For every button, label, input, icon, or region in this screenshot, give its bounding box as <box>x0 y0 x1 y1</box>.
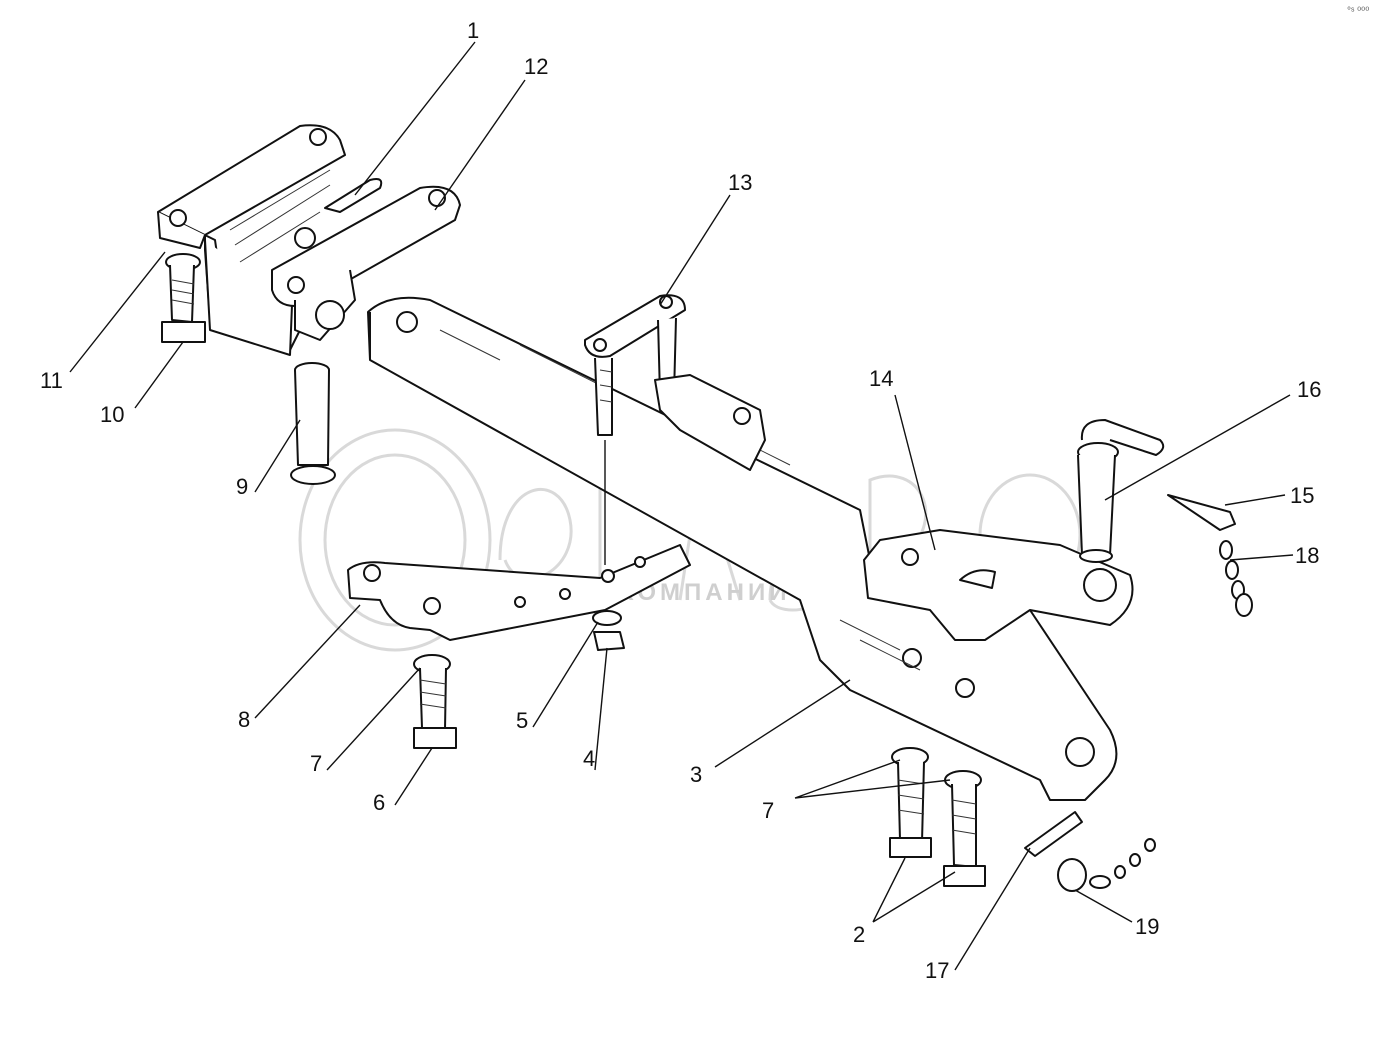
callout-6: 6 <box>373 790 385 815</box>
leader-6 <box>394 747 433 806</box>
leader-3 <box>714 679 851 768</box>
leader-15 <box>1224 494 1286 506</box>
leader-17 <box>954 847 1031 971</box>
leader-1 <box>354 41 476 196</box>
callout-17: 17 <box>925 958 949 983</box>
leader-2 <box>872 857 956 923</box>
callout-3: 3 <box>690 762 702 787</box>
cotter-pin-1 <box>324 178 383 213</box>
leader-12 <box>434 79 526 211</box>
leader-lines <box>69 41 1294 971</box>
pin-9 <box>290 362 336 485</box>
leader-18 <box>1229 554 1294 561</box>
ring-19-chain <box>1057 838 1156 892</box>
bolt-6-washer-7 <box>413 654 457 749</box>
leader-5 <box>532 621 599 728</box>
callout-2: 2 <box>853 922 865 947</box>
callout-7-right: 7 <box>762 798 774 823</box>
nut-4-washer-5 <box>592 610 625 651</box>
leader-13 <box>659 194 731 306</box>
callout-5: 5 <box>516 708 528 733</box>
upper-bracket <box>157 124 346 356</box>
cotter-pin-17 <box>1024 811 1083 857</box>
callout-14: 14 <box>869 366 893 391</box>
callout-15: 15 <box>1290 483 1314 508</box>
callout-1: 1 <box>467 18 479 43</box>
arc-bracket-8 <box>347 544 691 641</box>
upper-plate <box>271 185 461 341</box>
pin-16 <box>1077 419 1165 563</box>
leader-16 <box>1104 394 1291 501</box>
leader-19 <box>1074 889 1133 923</box>
clamp-13 <box>584 294 766 471</box>
callout-18: 18 <box>1295 543 1319 568</box>
leader-9 <box>254 419 301 493</box>
leader-10 <box>134 341 184 409</box>
clip-15-chain-18 <box>1167 494 1253 617</box>
callout-10: 10 <box>100 402 124 427</box>
leader-11 <box>69 251 166 373</box>
leader-4 <box>594 647 608 771</box>
callout-19: 19 <box>1135 914 1159 939</box>
drawbar <box>367 296 1118 801</box>
callout-4: 4 <box>583 746 595 771</box>
leader-14 <box>894 394 936 551</box>
callout-7-left: 7 <box>310 751 322 776</box>
leader-7b <box>794 759 951 799</box>
callout-12: 12 <box>524 54 548 79</box>
corner-mark: °ˢ ⁰⁰⁰ <box>1347 6 1369 17</box>
callout-8: 8 <box>238 707 250 732</box>
bolts-2-washers-7 <box>889 747 986 887</box>
callout-labels: 1 12 13 11 10 9 14 16 15 18 8 7 6 5 4 3 … <box>40 18 1321 983</box>
leader-7a <box>326 667 421 771</box>
callout-13: 13 <box>728 170 752 195</box>
bolt-10 <box>161 253 206 343</box>
callout-9: 9 <box>236 474 248 499</box>
leader-8 <box>254 604 361 719</box>
callout-11: 11 <box>40 368 63 393</box>
callout-16: 16 <box>1297 377 1321 402</box>
